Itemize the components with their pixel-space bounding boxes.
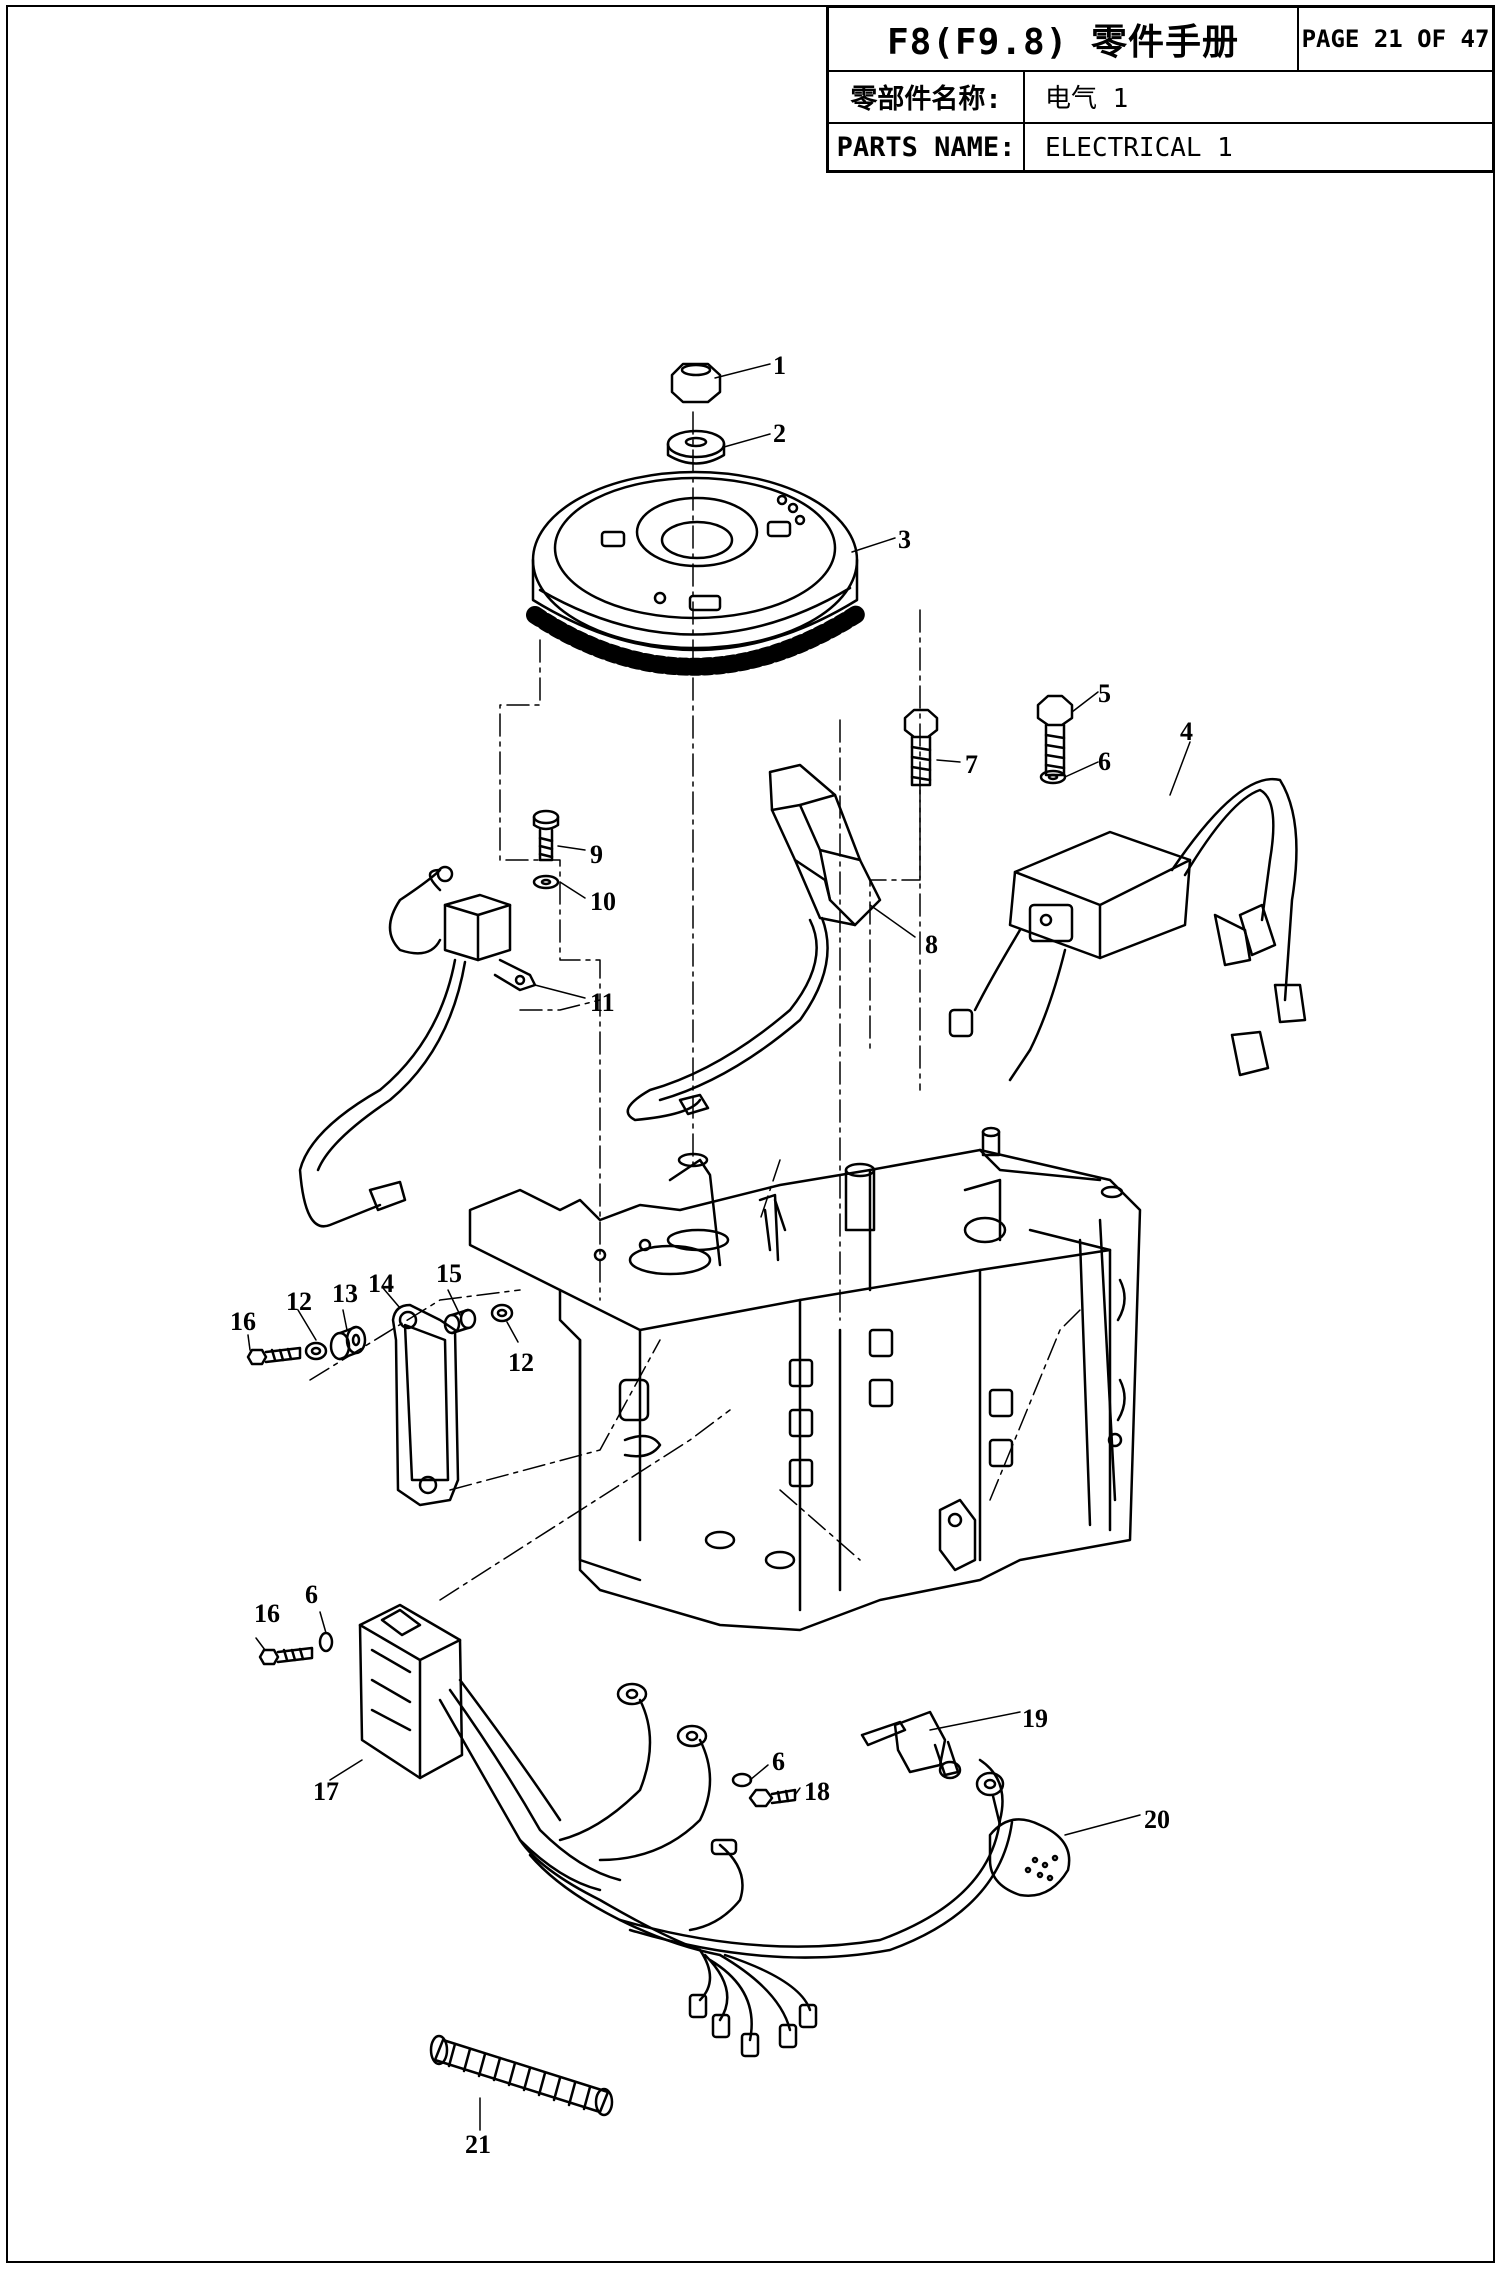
- part-5-bolt: [1036, 694, 1074, 777]
- part-21-corrugated-tube: [429, 2034, 614, 2117]
- part-12-washer-right: [490, 1303, 514, 1323]
- parts-name-value-cn: 电气 1: [1045, 83, 1129, 114]
- callout-6: 6: [1098, 747, 1111, 776]
- callout-2: 2: [773, 419, 786, 448]
- page-number: PAGE 21 OF 47: [1301, 25, 1490, 53]
- part-8-charge-coil: [626, 763, 882, 1122]
- callout-20: 20: [1144, 1805, 1170, 1834]
- part-6-washer-upper: [1039, 769, 1067, 785]
- callout-7: 7: [965, 750, 978, 779]
- callout-5: 5: [1098, 679, 1111, 708]
- callout-leader-lines: [247, 363, 1191, 2131]
- callout-8: 8: [925, 930, 938, 959]
- part-15-collar: [443, 1308, 477, 1335]
- callout-16b: 16: [254, 1599, 280, 1628]
- callout-10: 10: [590, 887, 616, 916]
- part-20-terminal-boot: [975, 1771, 1071, 1897]
- part-7-bolt: [903, 708, 939, 787]
- parts-name-row-en: PARTS NAME: ELECTRICAL 1: [829, 122, 1492, 173]
- title-row: F8(F9.8) 零件手册 PAGE 21 OF 47: [829, 8, 1492, 72]
- part-11-pulser-coil: [298, 865, 537, 1228]
- callout-19: 19: [1022, 1704, 1048, 1733]
- part-6-washer-left: [318, 1631, 334, 1653]
- part-1-nut: [670, 362, 722, 404]
- part-10-washer: [532, 874, 560, 890]
- engine-block: [468, 1126, 1142, 1632]
- part-6-washer-bottom: [731, 1772, 753, 1788]
- part-14-gasket-plate: [391, 1303, 460, 1507]
- callout-12: 12: [286, 1287, 312, 1316]
- callout-12b: 12: [508, 1348, 534, 1377]
- part-3-flywheel: [526, 470, 869, 676]
- part-13-grommet: [329, 1325, 367, 1361]
- part-12-washer-left: [304, 1341, 328, 1361]
- callout-9: 9: [590, 840, 603, 869]
- callout-16: 16: [230, 1307, 256, 1336]
- callout-11: 11: [590, 988, 615, 1017]
- callout-21: 21: [465, 2130, 491, 2159]
- part-4-ignition-coil: [948, 777, 1307, 1082]
- part-16-bolt-upper: [246, 1346, 302, 1366]
- part-2-washer: [666, 429, 726, 465]
- manual-title: F8(F9.8) 零件手册: [829, 8, 1299, 70]
- callout-13: 13: [332, 1279, 358, 1308]
- callout-17: 17: [313, 1777, 339, 1806]
- parts-name-row-cn: 零部件名称: 电气 1: [829, 70, 1492, 124]
- title-block: F8(F9.8) 零件手册 PAGE 21 OF 47 零部件名称: 电气 1 …: [826, 5, 1495, 173]
- part-19-sensor: [860, 1710, 962, 1780]
- parts-name-label-en: PARTS NAME:: [829, 122, 1025, 173]
- callout-14: 14: [368, 1269, 394, 1298]
- callout-numbers: 1 2 3 4 5 6 7 8 9 10 11 12 13 14 15 16 1…: [230, 351, 1193, 2159]
- part-17-rectifier-harness: [358, 1603, 1014, 2058]
- part-9-screw: [532, 809, 560, 862]
- callout-4: 4: [1180, 717, 1193, 746]
- parts-name-label-cn: 零部件名称:: [829, 70, 1025, 122]
- part-18-bolt: [748, 1788, 797, 1808]
- parts-name-value-en: ELECTRICAL 1: [1045, 132, 1233, 163]
- callout-18: 18: [804, 1777, 830, 1806]
- callout-6c: 6: [772, 1747, 785, 1776]
- callout-3: 3: [898, 525, 911, 554]
- page-frame: [6, 5, 1495, 2263]
- callout-15: 15: [436, 1259, 462, 1288]
- assembly-guide-lines: [309, 411, 1081, 1601]
- callout-6b: 6: [305, 1580, 318, 1609]
- callout-1: 1: [773, 351, 786, 380]
- part-16-bolt-lower: [258, 1646, 314, 1666]
